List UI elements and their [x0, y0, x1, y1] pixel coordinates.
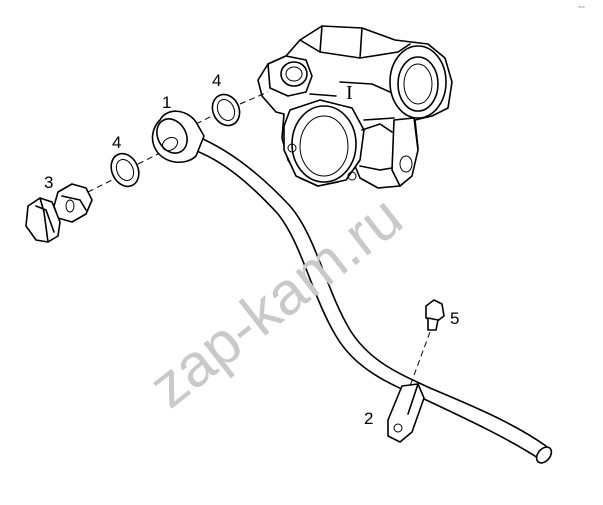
assembly-axis-mid	[195, 115, 213, 125]
watermark: zap-kam.ru	[137, 183, 415, 421]
assembly-axis-upper	[239, 91, 269, 105]
callout-4-upper: 4	[212, 71, 221, 90]
corner-mark: ~~	[578, 5, 586, 11]
callout-5: 5	[450, 309, 459, 328]
callout-1: 1	[162, 93, 171, 112]
callout-4-lower: 4	[112, 133, 121, 152]
washer-upper	[211, 93, 241, 127]
assembly-axis-lower	[137, 153, 159, 165]
housing: I	[257, 25, 453, 189]
assembly-axis-bolt	[87, 179, 113, 193]
oil-pipe	[151, 110, 553, 464]
screw	[425, 299, 445, 331]
clamp	[387, 383, 425, 443]
washer-lower	[110, 152, 140, 188]
housing-label: I	[346, 82, 353, 104]
banjo-bolt	[25, 183, 93, 243]
callout-3: 3	[44, 173, 53, 192]
callout-2: 2	[364, 409, 373, 428]
assembly-axis-screw	[409, 331, 431, 387]
